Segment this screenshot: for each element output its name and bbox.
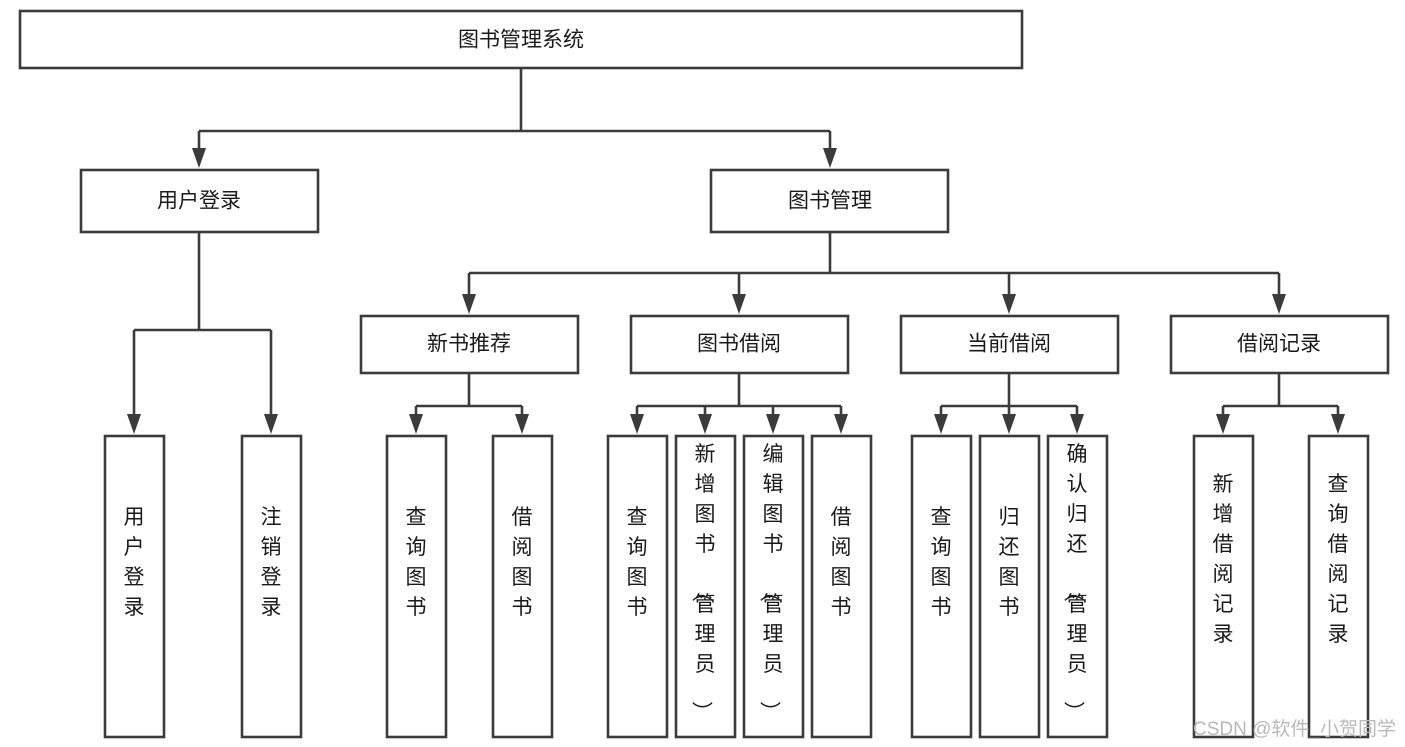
connector-group-borrow-to-leaves [630, 373, 848, 434]
node-root[interactable]: 图书管理系统 [18, 9, 1024, 70]
arrowhead-leaf-13 [1331, 414, 1345, 434]
arrowhead-leaf-8 [834, 414, 848, 434]
leaf-node-7-label: 编辑图书（管理员） [758, 443, 784, 722]
node-borrow-box[interactable] [629, 314, 850, 375]
leaf-node-11-label: 确认归还（管理员） [1062, 443, 1088, 722]
leaf-node-10-box[interactable] [978, 434, 1041, 739]
leaf-node-2-label: 注销登录 [261, 506, 282, 619]
arrowhead-leaf-10 [1002, 414, 1016, 434]
connector-group-current-to-leaves [934, 373, 1084, 434]
arrowhead-borrow [732, 294, 746, 314]
arrowhead-leaf-11 [1070, 414, 1084, 434]
leaf-node-3-label: 查询图书 [406, 506, 427, 619]
node-root-box[interactable] [18, 9, 1024, 70]
connector-group-record-to-leaves [1216, 373, 1345, 434]
node-login-box[interactable] [79, 168, 320, 234]
leaf-node-4-box[interactable] [491, 434, 554, 739]
leaf-node-6-label: 新增图书（管理员） [690, 443, 716, 722]
leaf-node-2[interactable]: 注销登录 [240, 434, 303, 739]
node-borrow[interactable]: 图书借阅 [629, 314, 850, 375]
connector-group-login-to-leaves [127, 232, 278, 434]
leaf-node-13[interactable]: 查询借阅记录 [1307, 434, 1370, 739]
leaf-node-8-label: 借阅图书 [831, 506, 852, 619]
arrowhead-leaf-5 [630, 414, 644, 434]
node-current-box[interactable] [899, 314, 1120, 375]
node-borrow-label: 图书借阅 [697, 333, 781, 356]
leaf-node-1[interactable]: 用户登录 [103, 434, 166, 739]
leaf-node-3-box[interactable] [385, 434, 448, 739]
leaf-node-12[interactable]: 新增借阅记录 [1192, 434, 1255, 739]
leaf-node-4-label: 借阅图书 [512, 506, 533, 619]
leaf-node-3[interactable]: 查询图书 [385, 434, 448, 739]
leaf-node-6-box[interactable] [674, 434, 737, 739]
leaf-node-11[interactable]: 确认归还（管理员） [1046, 434, 1109, 739]
leaf-node-9-label: 查询图书 [931, 506, 952, 619]
leaf-node-13-label: 查询借阅记录 [1328, 473, 1349, 646]
leaf-node-7-box[interactable] [742, 434, 805, 739]
connector-group-bookmgmt-to-level3 [462, 232, 1286, 314]
arrowhead-leaf-6 [698, 414, 712, 434]
arrowhead-bookmgmt [823, 148, 837, 168]
node-login-label: 用户登录 [157, 190, 241, 213]
arrowhead-leaf-9 [934, 414, 948, 434]
node-bookmgmt-box[interactable] [709, 168, 950, 234]
arrowhead-leaf-4 [515, 414, 529, 434]
node-root-label: 图书管理系统 [458, 29, 584, 52]
leaf-node-8[interactable]: 借阅图书 [810, 434, 873, 739]
arrowhead-leaf-7 [766, 414, 780, 434]
leaf-node-5-box[interactable] [606, 434, 669, 739]
node-login[interactable]: 用户登录 [79, 168, 320, 234]
leaf-node-5[interactable]: 查询图书 [606, 434, 669, 739]
leaf-node-7[interactable]: 编辑图书（管理员） [742, 434, 805, 739]
node-record-label: 借阅记录 [1237, 333, 1321, 356]
leaf-node-4[interactable]: 借阅图书 [491, 434, 554, 739]
leaf-node-9[interactable]: 查询图书 [910, 434, 973, 739]
leaf-node-1-label: 用户登录 [124, 506, 145, 619]
leaf-node-13-box[interactable] [1307, 434, 1370, 739]
arrowhead-leaf-1 [127, 414, 141, 434]
arrowhead-leaf-12 [1216, 414, 1230, 434]
connector-group-root-to-level2 [192, 68, 837, 168]
leaf-node-8-box[interactable] [810, 434, 873, 739]
node-record[interactable]: 借阅记录 [1169, 314, 1390, 375]
node-record-box[interactable] [1169, 314, 1390, 375]
node-newbook-box[interactable] [359, 314, 580, 375]
node-bookmgmt-label: 图书管理 [788, 190, 872, 213]
leaf-node-2-box[interactable] [240, 434, 303, 739]
arrowhead-newbook [462, 294, 476, 314]
arrowhead-login [192, 148, 206, 168]
leaf-node-1-box[interactable] [103, 434, 166, 739]
leaf-node-10[interactable]: 归还图书 [978, 434, 1041, 739]
node-current[interactable]: 当前借阅 [899, 314, 1120, 375]
leaf-node-10-label: 归还图书 [999, 506, 1020, 619]
node-bookmgmt[interactable]: 图书管理 [709, 168, 950, 234]
arrowhead-record [1272, 294, 1286, 314]
arrowhead-leaf-3 [409, 414, 423, 434]
node-newbook-label: 新书推荐 [427, 333, 511, 356]
csdn-watermark: CSDN @软件_小贺同学 [1193, 718, 1396, 740]
leaf-node-6[interactable]: 新增图书（管理员） [674, 434, 737, 739]
node-newbook[interactable]: 新书推荐 [359, 314, 580, 375]
leaf-node-12-box[interactable] [1192, 434, 1255, 739]
leaf-node-11-box[interactable] [1046, 434, 1109, 739]
connector-group-newbook-to-leaves [409, 373, 529, 434]
leaf-node-9-box[interactable] [910, 434, 973, 739]
arrowhead-leaf-2 [264, 414, 278, 434]
leaf-node-12-label: 新增借阅记录 [1213, 473, 1234, 646]
leaf-node-5-label: 查询图书 [627, 506, 648, 619]
node-current-label: 当前借阅 [967, 333, 1051, 356]
arrowhead-current [1002, 294, 1016, 314]
